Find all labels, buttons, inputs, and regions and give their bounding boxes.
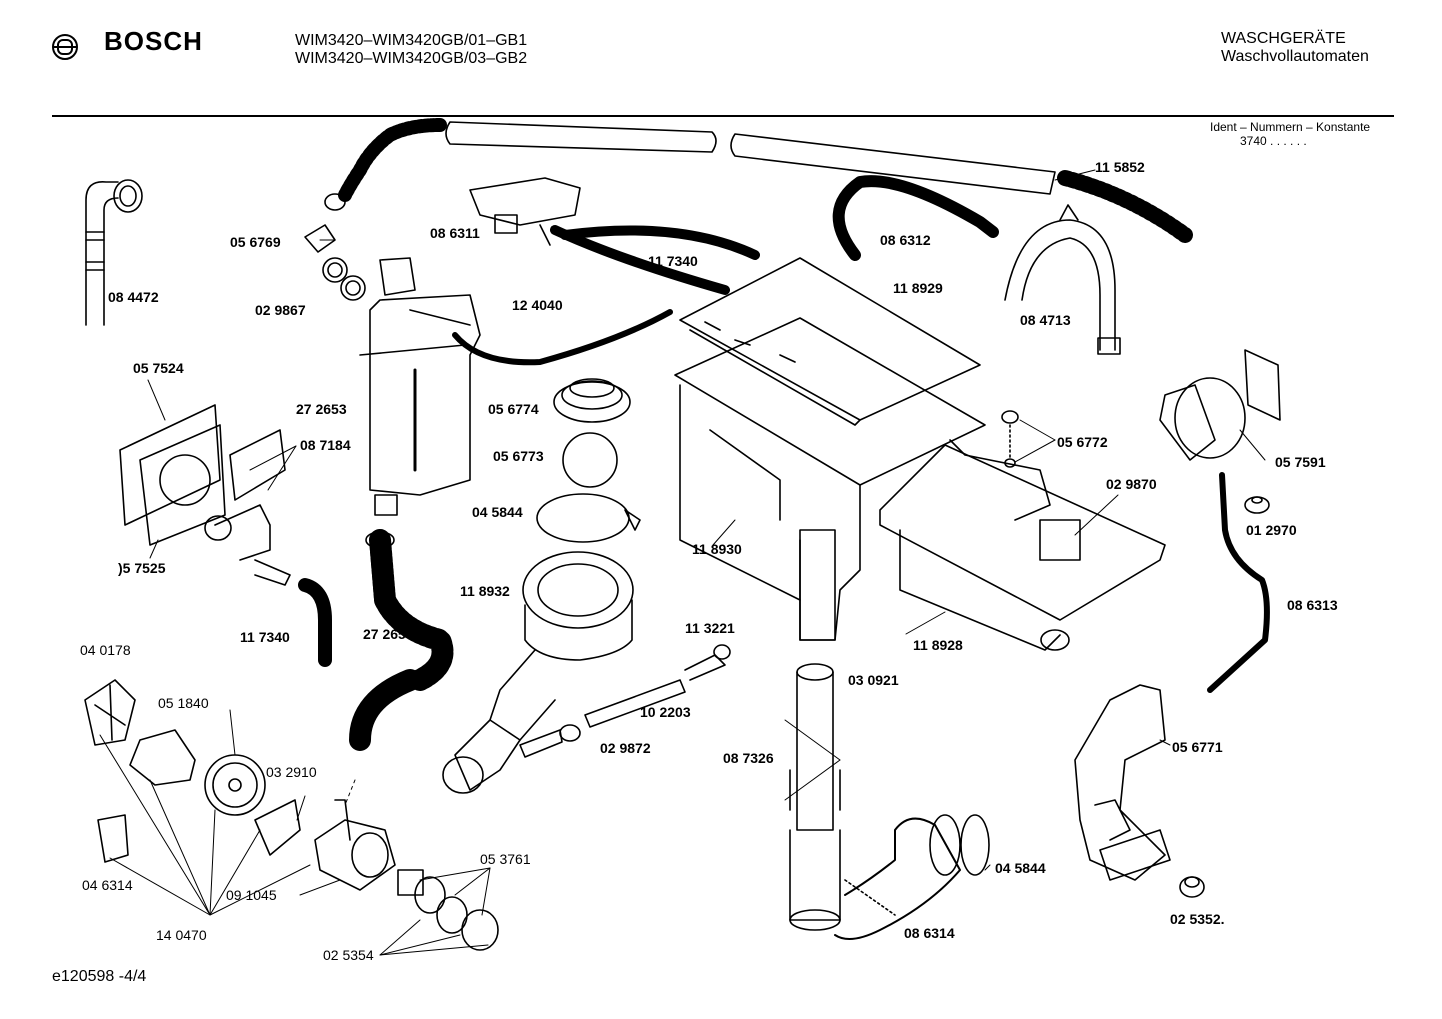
part-label-045844-lower: 04 5844 bbox=[995, 860, 1046, 876]
hose-117340-lower bbox=[298, 578, 332, 667]
part-label-030921: 03 0921 bbox=[848, 672, 899, 688]
part-label-046314: 04 6314 bbox=[82, 877, 133, 893]
leader-lines bbox=[99, 169, 1266, 956]
rod-and-fittings bbox=[519, 644, 731, 758]
part-label-115852: 11 5852 bbox=[1095, 159, 1145, 175]
part-label-045844-upper: 04 5844 bbox=[472, 504, 523, 520]
model-line-2: WIM3420–WIM3420GB/03–GB2 bbox=[295, 50, 528, 67]
part-label-056774: 05 6774 bbox=[488, 401, 539, 417]
corrugated-hose-272654 bbox=[349, 529, 454, 751]
part-label-140470: 14 0470 bbox=[156, 927, 207, 943]
header-divider bbox=[52, 115, 1394, 117]
part-label-087326: 08 7326 bbox=[723, 750, 774, 766]
bosch-armature-icon bbox=[52, 34, 78, 60]
part-label-102203: 10 2203 bbox=[640, 704, 691, 720]
detergent-lid bbox=[679, 257, 981, 426]
part-label-084472: 08 4472 bbox=[108, 289, 159, 305]
part-label-057525: )5 7525 bbox=[118, 560, 166, 576]
model-line-1: WIM3420–WIM3420GB/01–GB1 bbox=[295, 32, 528, 49]
drain-elbow-086314 bbox=[834, 814, 961, 940]
part-label-117340-top: 11 7340 bbox=[648, 253, 698, 269]
grommet-012970 bbox=[1244, 496, 1270, 514]
part-label-118928: 11 8928 bbox=[913, 637, 963, 653]
part-label-025354: 02 5354 bbox=[323, 947, 374, 963]
ident-label: Ident – Nummern – Konstante bbox=[1210, 120, 1371, 134]
drain-pipe bbox=[789, 663, 841, 931]
tub-bellows bbox=[442, 551, 634, 794]
part-label-029872: 02 9872 bbox=[600, 740, 651, 756]
part-label-272654: 27 2654 bbox=[363, 626, 414, 642]
part-label-056771: 05 6771 bbox=[1172, 739, 1223, 755]
program-selector bbox=[1159, 349, 1281, 461]
part-label-091045: 09 1045 bbox=[226, 887, 277, 903]
category-title: WASCHGERÄTE bbox=[1221, 30, 1346, 47]
water-tank bbox=[359, 257, 481, 516]
part-label-086314: 08 6314 bbox=[904, 925, 955, 941]
part-label-117340-lower: 11 7340 bbox=[240, 629, 290, 645]
part-label-053761: 05 3761 bbox=[480, 851, 531, 867]
corrugated-hose-top bbox=[324, 118, 447, 211]
hose-086312 bbox=[832, 175, 999, 261]
part-label-113221: 11 3221 bbox=[685, 620, 735, 636]
part-label-051840: 05 1840 bbox=[158, 695, 209, 711]
part-label-056772: 05 6772 bbox=[1057, 434, 1108, 450]
pump-parts bbox=[84, 679, 499, 951]
part-label-057591: 05 7591 bbox=[1275, 454, 1326, 470]
small-elbow-and-rings bbox=[304, 224, 366, 301]
bosch-logo bbox=[50, 32, 80, 67]
part-label-029870: 02 9870 bbox=[1106, 476, 1157, 492]
detergent-drawer bbox=[879, 439, 1166, 651]
hose-clamp-lower bbox=[960, 814, 990, 876]
part-label-056773: 05 6773 bbox=[493, 448, 544, 464]
part-label-086311: 08 6311 bbox=[430, 225, 480, 241]
drawer-housing bbox=[674, 317, 986, 641]
part-label-084713: 08 4713 bbox=[1020, 312, 1071, 328]
part-label-118932: 11 8932 bbox=[460, 583, 510, 599]
document-code: e120598 -4/4 bbox=[52, 968, 147, 985]
part-label-086313: 08 6313 bbox=[1287, 597, 1338, 613]
part-label-057524: 05 7524 bbox=[133, 360, 184, 376]
part-label-272653: 27 2653 bbox=[296, 401, 347, 417]
part-label-025352: 02 5352. bbox=[1170, 911, 1225, 927]
drain-hose-long bbox=[445, 121, 1056, 195]
part-label-040178: 04 0178 bbox=[80, 642, 131, 658]
part-label-056769: 05 6769 bbox=[230, 234, 281, 250]
seal-and-ball bbox=[536, 378, 641, 543]
pipe-bracket bbox=[1004, 204, 1121, 355]
inlet-valve-top bbox=[469, 177, 581, 246]
part-label-087184: 08 7184 bbox=[300, 437, 351, 453]
category-subtitle: Waschvollautomaten bbox=[1221, 48, 1369, 65]
part-label-012970: 01 2970 bbox=[1246, 522, 1297, 538]
mounting-bracket bbox=[1074, 684, 1171, 881]
part-label-086312: 08 6312 bbox=[880, 232, 931, 248]
valve-assembly bbox=[119, 404, 291, 586]
brand-name: BOSCH bbox=[104, 26, 203, 56]
hose-top-upper bbox=[560, 225, 760, 260]
small-clip-056772 bbox=[1001, 410, 1019, 468]
plug-025352 bbox=[1179, 876, 1205, 898]
hose-086313 bbox=[1207, 472, 1270, 693]
corrugated-hose-right bbox=[1057, 170, 1193, 243]
ident-value: 3740 . . . . . . bbox=[1240, 134, 1307, 148]
part-label-118930: 11 8930 bbox=[692, 541, 742, 557]
part-label-029867: 02 9867 bbox=[255, 302, 306, 318]
hose-124040 bbox=[452, 309, 673, 366]
elbow-hose-part bbox=[85, 179, 143, 326]
part-label-118929: 11 8929 bbox=[893, 280, 943, 296]
part-label-032910: 03 2910 bbox=[266, 764, 317, 780]
part-label-124040: 12 4040 bbox=[512, 297, 563, 313]
